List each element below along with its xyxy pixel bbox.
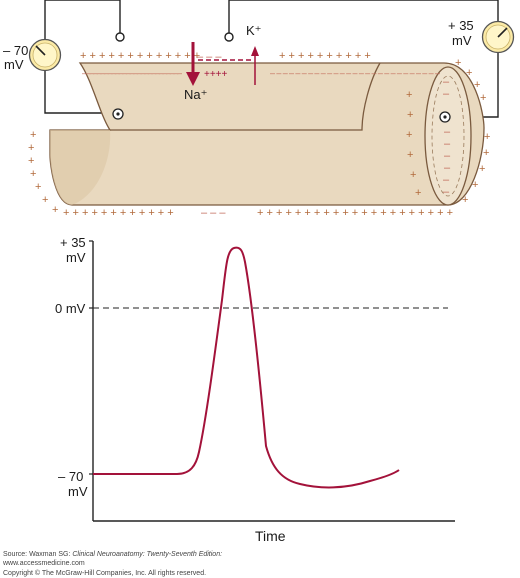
svg-text:–: –	[443, 88, 450, 100]
svg-text:–: –	[443, 76, 450, 88]
left-meter-unit: mV	[4, 57, 24, 72]
plus-charges-right-column: + + + + + + + + + + + + + + +	[406, 57, 490, 206]
svg-text:–: –	[444, 150, 451, 162]
svg-text:+: +	[28, 142, 34, 154]
y-label-minus-70: – 70	[58, 469, 83, 484]
svg-text:+: +	[483, 147, 489, 159]
voltmeter-left	[28, 38, 62, 72]
svg-text:+: +	[407, 149, 413, 161]
inner-plus-charges: ++++	[204, 69, 228, 80]
potassium-efflux-arrow	[251, 46, 259, 85]
minus-charges-bottom: – – –	[201, 207, 226, 219]
y-label-zero: 0 mV	[55, 301, 86, 316]
svg-text:+: +	[30, 168, 36, 180]
sodium-label: Na⁺	[184, 87, 207, 102]
minus-charges-top: – – – – – – – – – – – – – – – – – – – – …	[82, 68, 182, 78]
svg-text:–: –	[444, 138, 451, 150]
svg-text:+: +	[42, 194, 48, 206]
right-meter-value: + 35	[448, 18, 474, 33]
minus-charges-short: – – –	[197, 51, 222, 63]
terminal-top-left	[115, 32, 125, 42]
voltmeter-right	[481, 20, 515, 54]
svg-text:+: +	[30, 129, 36, 141]
action-potential-graph: + 35 mV 0 mV – 70 mV Time	[55, 235, 455, 544]
plus-charges-top-left: + + + + + + + + + + + + +	[80, 50, 200, 62]
source-text: Source: Waxman SG:	[3, 551, 73, 558]
svg-text:+: +	[28, 155, 34, 167]
x-axis-label: Time	[255, 528, 286, 544]
source-book-title: Clinical Neuroanatomy: Twenty-Seventh Ed…	[72, 551, 223, 558]
svg-text:+: +	[480, 92, 486, 104]
svg-text:–: –	[444, 162, 451, 174]
potassium-label: K⁺	[246, 23, 262, 38]
svg-text:+: +	[466, 67, 472, 79]
right-meter-unit: mV	[452, 33, 472, 48]
meter-needle-right	[497, 27, 508, 38]
axon-end-face	[424, 66, 472, 206]
svg-text:+: +	[474, 79, 480, 91]
axon-end-inner	[431, 75, 465, 197]
svg-text:+: +	[462, 194, 468, 206]
plus-charges-bottom-right: + + + + + + + + + + + + + + + + + + + + …	[257, 207, 453, 219]
plus-charges-top-right: + + + + + + + + + +	[279, 50, 371, 62]
svg-text:–: –	[444, 126, 451, 138]
svg-text:+: +	[410, 169, 416, 181]
terminal-top-middle	[224, 32, 234, 42]
axon-cylinder	[49, 62, 485, 206]
svg-text:+: +	[415, 187, 421, 199]
svg-text:+: +	[455, 57, 461, 69]
plus-charges-left-column: + + + + + + +	[28, 129, 58, 216]
svg-text:+: +	[472, 179, 478, 191]
svg-text:+: +	[406, 89, 412, 101]
source-url: www.accessmedicine.com	[3, 560, 85, 567]
svg-text:+: +	[407, 109, 413, 121]
plus-charges-bottom-left: + + + + + + + + + + + +	[63, 207, 174, 219]
minus-charges-top-right: – – – – – – – – – – – – – – – – – – – – …	[270, 68, 440, 78]
svg-text:+: +	[52, 204, 58, 216]
action-potential-trace	[93, 246, 400, 489]
sodium-influx-arrow	[186, 42, 200, 86]
axon-cut-edge	[110, 62, 381, 131]
minus-charges-end-face: – – – – – – – –	[443, 76, 451, 198]
axon-shading	[50, 130, 111, 205]
copyright: Copyright © The McGraw-Hill Companies, I…	[3, 570, 207, 577]
svg-text:+: +	[406, 129, 412, 141]
inside-electrode-left	[112, 108, 124, 120]
svg-text:–: –	[443, 174, 450, 186]
svg-text:–: –	[443, 186, 450, 198]
source-citation: Source: Waxman SG: Clinical Neuroanatomy…	[3, 550, 222, 559]
y-label-minus-70-unit: mV	[68, 484, 88, 499]
svg-text:+: +	[35, 181, 41, 193]
y-label-plus-35-unit: mV	[66, 250, 86, 265]
y-label-plus-35: + 35	[60, 235, 86, 250]
left-meter-value: – 70	[3, 43, 28, 58]
svg-text:+: +	[479, 163, 485, 175]
inside-electrode-right	[439, 111, 451, 123]
meter-needle-left	[35, 45, 46, 56]
axon-outer-shell	[49, 62, 485, 206]
svg-text:+: +	[484, 131, 490, 143]
